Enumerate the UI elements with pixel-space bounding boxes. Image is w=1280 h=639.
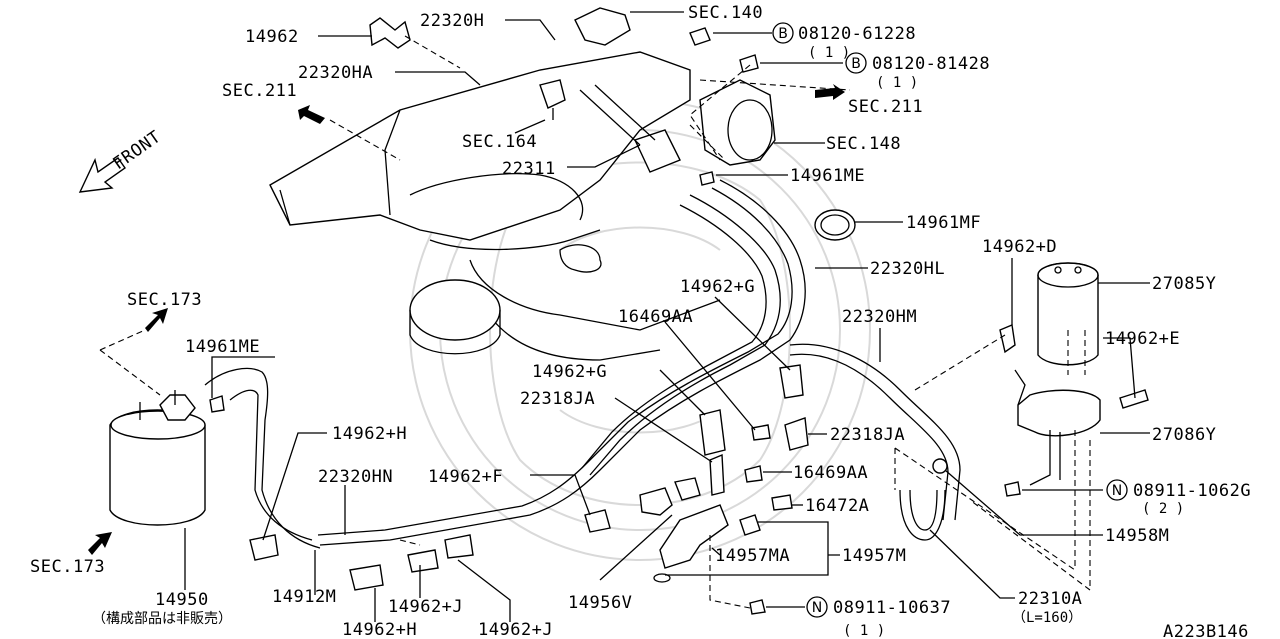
bracket-14957M <box>653 504 761 583</box>
label-sec173-bottom: SEC.173 <box>30 557 105 577</box>
canister-27085Y <box>1037 262 1099 366</box>
tubes-14912M <box>204 367 321 549</box>
label-14950-note: （構成部品は非販売） <box>92 611 232 627</box>
svg-text:B: B <box>851 56 861 72</box>
label-14961ME-top: 14961ME <box>790 166 865 186</box>
label-16469AA-a: 16469AA <box>618 307 693 327</box>
label-22318JA-a: 22318JA <box>520 389 595 409</box>
label-sec211-right: SEC.211 <box>848 97 923 117</box>
label-14962G-b: 14962+G <box>532 362 607 382</box>
labels: 14962 22320H SEC.140 08120-61228 ( 1 ) 2… <box>30 3 1251 639</box>
label-14956V: 14956V <box>568 593 632 613</box>
label-sec148: SEC.148 <box>826 134 901 154</box>
bolts-small <box>209 27 1021 615</box>
clip-14962-top <box>369 17 411 49</box>
label-sec211-left: SEC.211 <box>222 81 297 101</box>
svg-text:N: N <box>812 600 822 616</box>
solenoid-valve-14956V <box>639 477 701 516</box>
purge-bracket-22311 <box>579 84 681 173</box>
label-22320HM: 22320HM <box>842 307 917 327</box>
tube-bundle <box>317 179 806 546</box>
diagram-code: A223B146 <box>1163 622 1249 639</box>
clips-lower <box>249 534 474 591</box>
label-bolt-b1-code: 08120-61228 <box>798 24 916 44</box>
label-27085Y: 27085Y <box>1152 274 1216 294</box>
svg-text:B: B <box>778 26 788 42</box>
front-label: FRONT <box>109 127 164 174</box>
clip-14962F <box>584 509 611 533</box>
label-bolt-b2-qty: ( 1 ) <box>876 75 918 91</box>
vacuum-valve <box>539 79 566 120</box>
label-14962H-b: 14962+H <box>342 620 417 639</box>
arrows-sec <box>88 84 845 555</box>
label-22310A: 22310A <box>1018 589 1082 609</box>
label-14950: 14950 <box>155 590 209 610</box>
label-22318JA-b: 22318JA <box>830 425 905 445</box>
bracket-27086Y <box>1014 369 1101 486</box>
label-nut-n1-qty: ( 2 ) <box>1142 501 1184 517</box>
label-bolt-b1-qty: ( 1 ) <box>808 45 850 61</box>
label-14962J-a: 14962+J <box>388 597 463 617</box>
dashed-lines <box>99 35 1091 609</box>
label-nut-n2-qty: ( 1 ) <box>843 623 885 639</box>
label-14962F: 14962+F <box>428 467 503 487</box>
label-22310A-length: （L=160） <box>1012 610 1082 626</box>
label-16472A: 16472A <box>805 496 869 516</box>
label-sec173-top: SEC.173 <box>127 290 202 310</box>
label-22311: 22311 <box>502 159 556 179</box>
canister-14950 <box>109 390 206 526</box>
clip-22318JA <box>709 417 809 496</box>
label-14957M: 14957M <box>842 546 906 566</box>
label-22320HL: 22320HL <box>870 259 945 279</box>
label-14962D: 14962+D <box>982 237 1057 257</box>
label-14961MF: 14961MF <box>906 213 981 233</box>
label-22320HN: 22320HN <box>318 467 393 487</box>
sec140-part <box>574 7 631 46</box>
front-arrow-icon: FRONT <box>78 127 165 193</box>
throttle-chamber <box>699 79 776 166</box>
label-22320H: 22320H <box>420 11 484 31</box>
label-14962G-a: 14962+G <box>680 277 755 297</box>
label-14962H-a: 14962+H <box>332 424 407 444</box>
clip-14962G <box>699 364 804 456</box>
label-16469AA-b: 16469AA <box>793 463 868 483</box>
clamp-14961MF <box>814 209 856 241</box>
leader-lines <box>184 11 1150 622</box>
bolt-symbol-b1: B <box>772 22 794 44</box>
label-bolt-b2-code: 08120-81428 <box>872 54 990 74</box>
label-27086Y: 27086Y <box>1152 425 1216 445</box>
nut-symbol-n2: N <box>806 596 828 618</box>
clip-14962E <box>1119 389 1149 409</box>
label-14957MA: 14957MA <box>715 546 790 566</box>
label-14962J-b: 14962+J <box>478 620 553 639</box>
label-nut-n1-code: 08911-1062G <box>1133 481 1251 501</box>
hose-22310A <box>899 458 948 541</box>
nut-symbol-n1: N <box>1106 479 1128 501</box>
air-duct <box>409 279 501 355</box>
label-14912M: 14912M <box>272 587 336 607</box>
label-14962E: 14962+E <box>1105 329 1180 349</box>
label-nut-n2-code: 08911-10637 <box>833 598 951 618</box>
label-14962: 14962 <box>245 27 299 47</box>
label-14958M: 14958M <box>1105 526 1169 546</box>
label-sec164: SEC.164 <box>462 132 537 152</box>
label-22320HA: 22320HA <box>298 63 373 83</box>
label-sec140: SEC.140 <box>688 3 763 23</box>
label-14961ME-left: 14961ME <box>185 337 260 357</box>
clip-14962D <box>999 324 1016 354</box>
bolt-symbol-b2: B <box>845 52 867 74</box>
hose-22320HM <box>789 343 961 521</box>
svg-text:N: N <box>1112 483 1122 499</box>
